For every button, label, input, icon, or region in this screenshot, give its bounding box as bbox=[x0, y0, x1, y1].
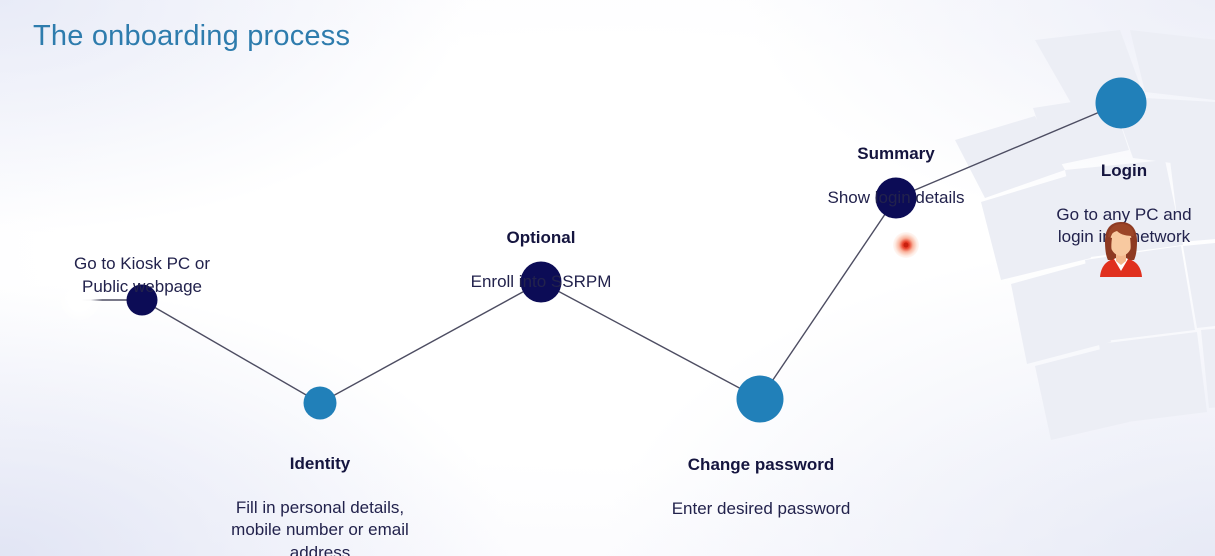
label-summary: Summary Show login details bbox=[736, 122, 1056, 230]
label-start-desc: Go to Kiosk PC or Public webpage bbox=[73, 254, 211, 296]
label-summary-desc: Show login details bbox=[827, 187, 965, 207]
label-optional-desc: Enroll into SSRPM bbox=[470, 271, 612, 291]
user-avatar-icon bbox=[1100, 222, 1142, 277]
node-identity[interactable] bbox=[303, 386, 337, 420]
label-optional-title: Optional bbox=[506, 228, 576, 248]
label-identity-title: Identity bbox=[289, 454, 351, 474]
node-optional[interactable] bbox=[520, 261, 562, 303]
label-identity: Identity Fill in personal details, mobil… bbox=[170, 432, 470, 556]
node-summary[interactable] bbox=[875, 177, 917, 219]
page-title: The onboarding process bbox=[33, 20, 351, 52]
label-optional: Optional Enroll into SSRPM bbox=[381, 206, 701, 314]
laser-pointer-dot bbox=[893, 232, 919, 258]
label-login-title: Login bbox=[1100, 161, 1148, 181]
node-login[interactable] bbox=[1095, 77, 1147, 129]
label-change-password: Change password Enter desired password bbox=[591, 433, 931, 541]
label-summary-title: Summary bbox=[857, 144, 935, 164]
label-login: Login Go to any PC and login into networ… bbox=[959, 139, 1215, 270]
node-change-password[interactable] bbox=[736, 375, 784, 423]
node-start[interactable] bbox=[126, 284, 158, 316]
label-change-password-desc: Enter desired password bbox=[671, 498, 851, 518]
label-login-desc: Go to any PC and login into network bbox=[1056, 204, 1192, 247]
label-start: Go to Kiosk PC or Public webpage bbox=[12, 232, 272, 319]
label-change-password-title: Change password bbox=[687, 455, 835, 475]
label-identity-desc: Fill in personal details, mobile number … bbox=[231, 497, 409, 556]
